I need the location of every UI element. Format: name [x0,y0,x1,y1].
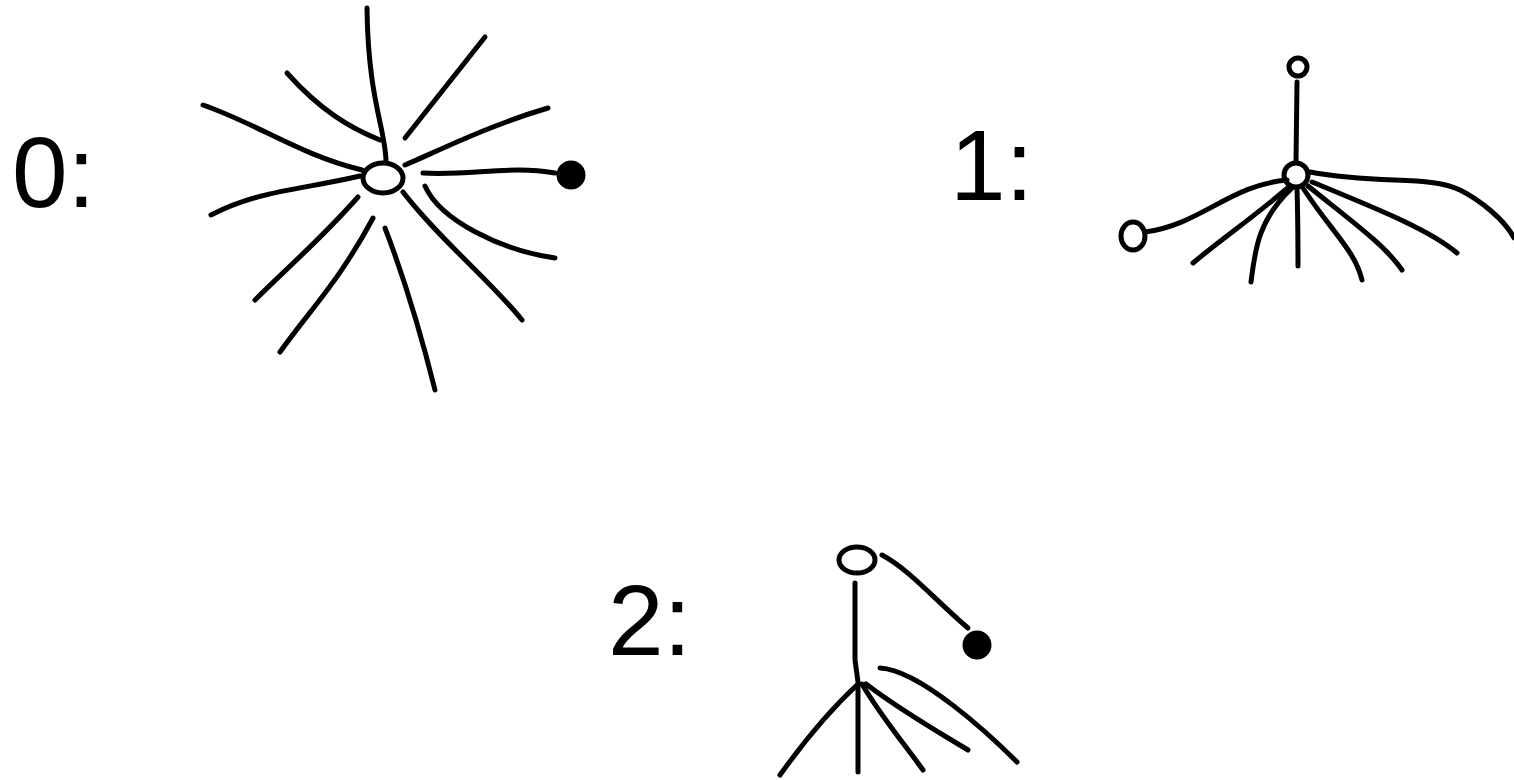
stage-number: 0: [12,122,95,222]
sketch-one [1121,58,1514,282]
sketch-two [780,547,1017,775]
sketch-zero [203,8,583,390]
stage-number: 2: [608,570,691,670]
stage-number: 1: [950,115,1033,215]
